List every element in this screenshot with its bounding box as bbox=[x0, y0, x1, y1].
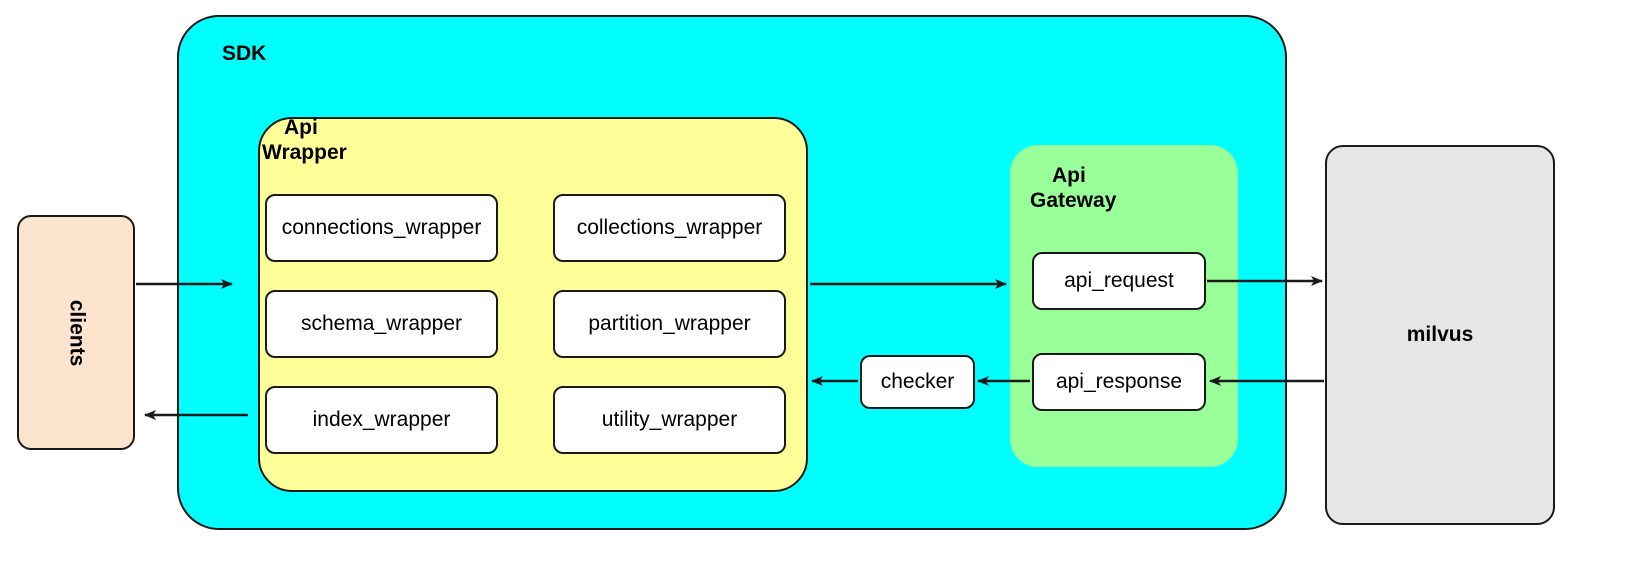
node-utility-wrapper-label: utility_wrapper bbox=[601, 408, 738, 431]
container-sdk-label: SDK bbox=[222, 42, 267, 65]
node-checker[interactable]: checker bbox=[860, 355, 975, 409]
node-api-response-label: api_response bbox=[1055, 370, 1183, 393]
node-collections-wrapper[interactable]: collections_wrapper bbox=[553, 194, 786, 262]
node-connections-wrapper[interactable]: connections_wrapper bbox=[265, 194, 498, 262]
node-api-response[interactable]: api_response bbox=[1032, 353, 1206, 411]
node-connections-wrapper-label: connections_wrapper bbox=[281, 216, 482, 239]
node-utility-wrapper[interactable]: utility_wrapper bbox=[553, 386, 786, 454]
node-index-wrapper[interactable]: index_wrapper bbox=[265, 386, 498, 454]
node-index-wrapper-label: index_wrapper bbox=[312, 408, 451, 431]
container-api-wrapper-label: Api Wrapper bbox=[262, 116, 347, 164]
node-partition-wrapper[interactable]: partition_wrapper bbox=[553, 290, 786, 358]
node-checker-label: checker bbox=[880, 370, 955, 393]
node-api-request-label: api_request bbox=[1064, 269, 1174, 292]
node-partition-wrapper-label: partition_wrapper bbox=[588, 312, 751, 335]
node-clients[interactable]: clients bbox=[17, 215, 135, 450]
node-milvus[interactable]: milvus bbox=[1325, 145, 1555, 525]
node-schema-wrapper-label: schema_wrapper bbox=[300, 312, 463, 335]
container-api-gateway-label: Api Gateway bbox=[1030, 164, 1117, 212]
node-milvus-label: milvus bbox=[1406, 323, 1474, 346]
node-collections-wrapper-label: collections_wrapper bbox=[576, 216, 763, 239]
node-api-request[interactable]: api_request bbox=[1032, 252, 1206, 310]
node-clients-label: clients bbox=[65, 299, 88, 366]
node-schema-wrapper[interactable]: schema_wrapper bbox=[265, 290, 498, 358]
